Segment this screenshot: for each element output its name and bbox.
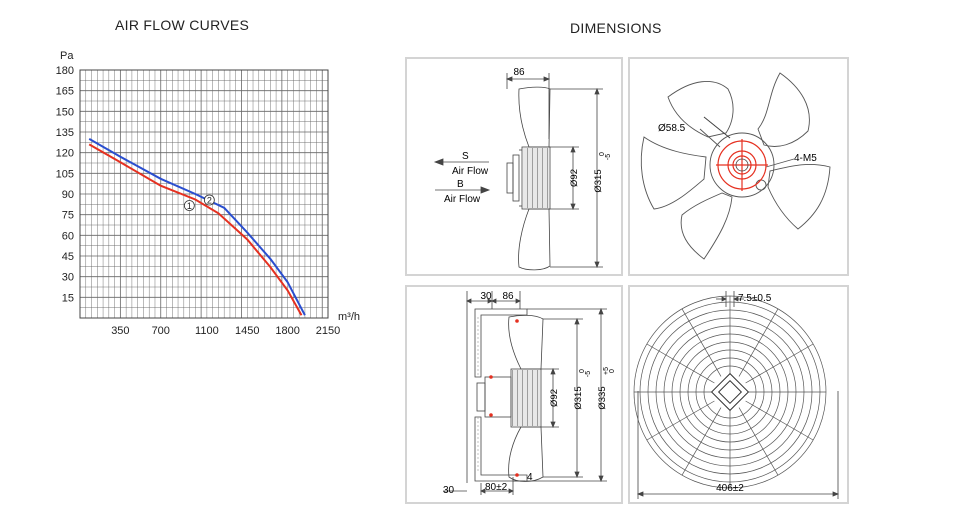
dim-hub-diameter-guard: Ø92 xyxy=(549,389,560,407)
dim-outer-tol-bottom: -5 xyxy=(605,154,612,160)
y-tick-label: 90 xyxy=(62,189,74,201)
guard-spoke xyxy=(745,400,814,441)
dim-86: 86 xyxy=(513,67,525,78)
s-label: S xyxy=(462,151,469,162)
dimension-panel-guard-side-view: 30 86 Ø92 Ø315 0 -5 Ø335 +5 0 30 80±2 4 xyxy=(405,285,623,504)
x-tick-label: 2150 xyxy=(316,325,340,337)
dim-outer-diameter-guard: Ø315 xyxy=(573,386,584,409)
dim-80-bottom: 80±2 xyxy=(485,482,508,493)
dim-wire-spacing: 7.5±0.5 xyxy=(738,293,772,304)
dim-guard-width: 406±2 xyxy=(716,483,744,494)
y-tick-label: 60 xyxy=(62,230,74,242)
guard-side-view-drawing: 30 86 Ø92 Ø315 0 -5 Ø335 +5 0 30 80±2 4 xyxy=(443,291,616,496)
y-tick-label: 45 xyxy=(62,251,74,263)
dim-guard-tol-bottom: 0 xyxy=(609,369,616,373)
guard-spoke xyxy=(745,343,814,384)
dim-30-top: 30 xyxy=(480,291,492,302)
dim-outer-tol-top-guard: 0 xyxy=(579,369,586,373)
dim-86-top: 86 xyxy=(502,291,514,302)
y-axis-label: Pa xyxy=(60,50,74,62)
guard-spoke xyxy=(681,407,722,476)
y-tick-label: 15 xyxy=(62,292,74,304)
guard-spoke xyxy=(646,400,715,441)
dim-outer-diameter: Ø315 xyxy=(593,169,604,192)
series-marker-2 xyxy=(203,194,215,206)
y-tick-label: 30 xyxy=(62,272,74,284)
side-view-drawing: 86 Ø92 Ø315 0 -5 S Air Flow B Air Flow xyxy=(433,67,612,271)
x-tick-labels: 350 700 1100 1450 1800 2150 xyxy=(111,325,340,337)
y-tick-label: 75 xyxy=(62,210,74,222)
y-tick-label: 150 xyxy=(56,106,74,118)
series-line-2 xyxy=(88,138,306,316)
air-flow-curves-title: AIR FLOW CURVES xyxy=(115,17,250,33)
dim-hub-diameter: Ø92 xyxy=(569,169,580,187)
series-line-1 xyxy=(88,143,303,316)
air-flow-s-label: Air Flow xyxy=(452,166,489,177)
guard-spoke xyxy=(681,308,722,377)
series-marker-1 xyxy=(183,200,195,211)
dim-guard-diameter: Ø335 xyxy=(597,386,608,409)
dimension-panel-guard-front-view: 7.5±0.5 406±2 xyxy=(628,285,849,504)
dim-30-bottom: 30 xyxy=(443,485,455,496)
y-tick-label: 180 xyxy=(56,65,74,77)
dim-mounting-diameter: Ø58.5 xyxy=(658,123,686,134)
dim-outer-tol-bottom-guard: -5 xyxy=(585,371,592,377)
y-tick-label: 105 xyxy=(56,168,74,180)
dim-4-bottom: 4 xyxy=(527,472,533,483)
dim-guard-tol-top: +5 xyxy=(603,367,610,375)
guard-spoke xyxy=(738,407,779,476)
x-tick-label: 1800 xyxy=(275,325,299,337)
dim-mounting-holes: 4-M5 xyxy=(794,153,817,164)
x-tick-label: 350 xyxy=(111,325,129,337)
guard-spoke xyxy=(646,343,715,384)
series-label-1: 1 xyxy=(187,201,192,211)
series-label-2: 2 xyxy=(207,196,212,206)
y-tick-label: 135 xyxy=(56,127,74,139)
guard-front-view-drawing: 7.5±0.5 406±2 xyxy=(633,291,840,499)
y-tick-label: 165 xyxy=(56,86,74,98)
chart-series: 12 xyxy=(88,138,306,316)
plot-frame xyxy=(79,69,329,319)
dimensions-title: DIMENSIONS xyxy=(570,20,662,36)
dimension-panel-side-view: 86 Ø92 Ø315 0 -5 S Air Flow B Air Flow xyxy=(405,57,623,276)
dimension-panel-front-view: Ø58.5 4-M5 xyxy=(628,57,849,276)
front-view-drawing: Ø58.5 4-M5 xyxy=(640,72,831,260)
dim-outer-tol-top: 0 xyxy=(599,152,606,156)
y-tick-label: 120 xyxy=(56,148,74,160)
x-tick-label: 1100 xyxy=(195,325,219,337)
b-label: B xyxy=(457,179,464,190)
x-axis-label: m³/h xyxy=(338,311,360,323)
chart-grid xyxy=(79,69,329,319)
y-tick-labels: 15 30 45 60 75 90 105 120 135 150 165 180 xyxy=(56,65,74,304)
air-flow-chart: Pa m³/h 15 30 45 60 75 90 105 120 135 150 165 180 3… xyxy=(56,50,360,337)
x-tick-label: 1450 xyxy=(235,325,259,337)
air-flow-b-label: Air Flow xyxy=(444,194,481,205)
x-tick-label: 700 xyxy=(152,325,170,337)
guard-spoke xyxy=(738,308,779,377)
